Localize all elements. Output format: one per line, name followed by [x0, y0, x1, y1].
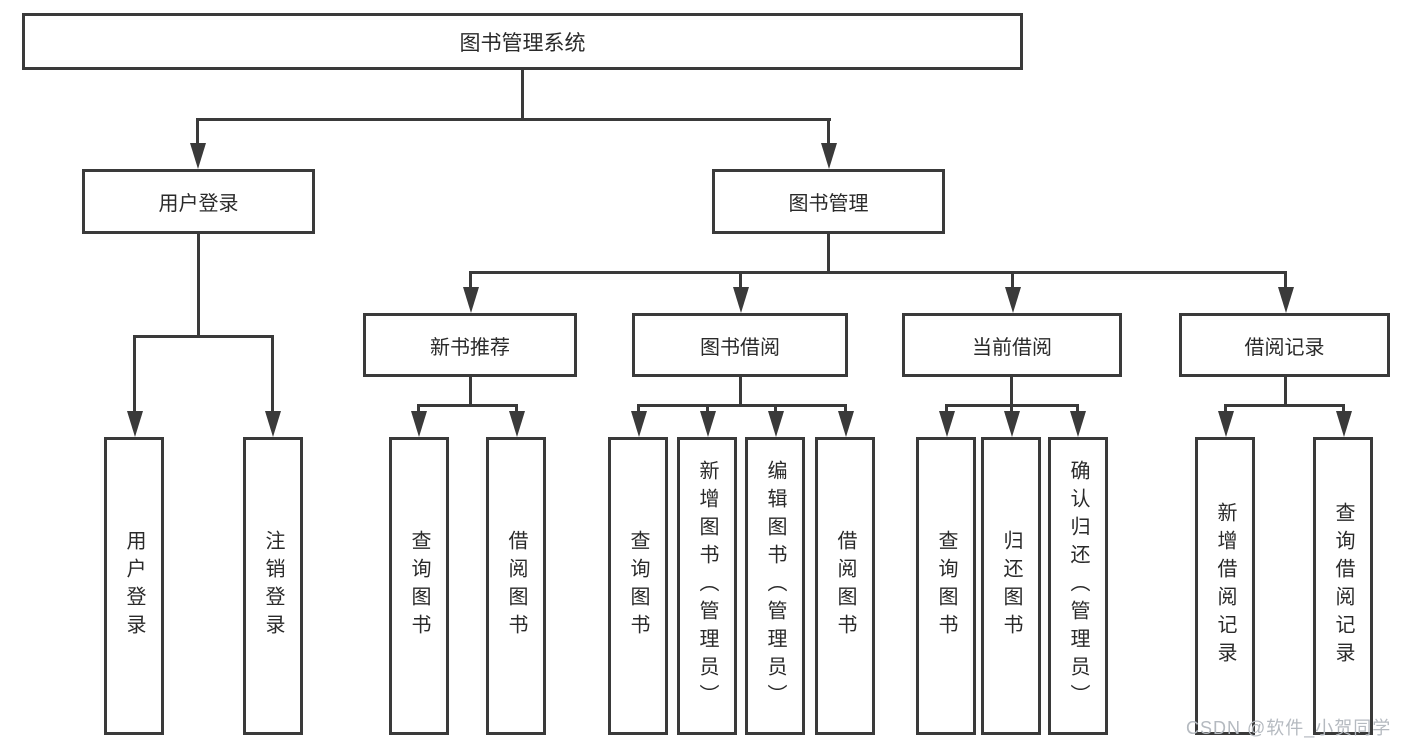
- connector-currentborrow-drop-1: [945, 404, 948, 416]
- connector-root-crossbar: [196, 118, 831, 121]
- node-current-borrow: 当前借阅: [902, 313, 1122, 377]
- watermark-text: CSDN @软件_小贺同学: [1186, 718, 1392, 738]
- connector-bookborrow-stem: [739, 377, 742, 406]
- connector-bookmgmt-stem: [827, 234, 830, 273]
- arrow-to-currentborrow-query: [939, 411, 955, 437]
- node-library-system: 图书管理系统: [22, 13, 1023, 70]
- connector-bookmgmt-drop-2: [739, 271, 742, 293]
- connector-newbooks-drop-1: [417, 404, 420, 416]
- connector-userlogin-drop-2: [271, 335, 274, 415]
- node-new-book-recommend: 新书推荐: [363, 313, 577, 377]
- arrow-to-current-borrow: [1005, 287, 1021, 313]
- connector-root-stem: [521, 69, 524, 120]
- arrow-to-new-book-recommend: [463, 287, 479, 313]
- leaf-bookborrow-add-books-admin: 新增图书（管理员）: [677, 437, 737, 735]
- arrow-to-newbooks-query: [411, 411, 427, 437]
- leaf-newbooks-borrow-books: 借阅图书: [486, 437, 546, 735]
- connector-userlogin-drop-1: [133, 335, 136, 415]
- leaf-records-add-record: 新增借阅记录: [1195, 437, 1255, 735]
- leaf-logout: 注销登录: [243, 437, 303, 735]
- arrow-to-bookborrow-borrow: [838, 411, 854, 437]
- connector-bookborrow-drop-2: [706, 404, 709, 416]
- connector-root-left-drop: [196, 118, 199, 150]
- arrow-to-user-login: [190, 143, 206, 169]
- connector-userlogin-crossbar: [133, 335, 274, 338]
- connector-userlogin-stem: [197, 234, 200, 337]
- leaf-bookborrow-borrow-books: 借阅图书: [815, 437, 875, 735]
- connector-bookmgmt-drop-4: [1284, 271, 1287, 293]
- arrow-to-book-borrow: [733, 287, 749, 313]
- arrow-to-bookborrow-query: [631, 411, 647, 437]
- connector-bookborrow-crossbar: [637, 404, 847, 407]
- arrow-to-leaf-logout: [265, 411, 281, 437]
- leaf-bookborrow-query-books: 查询图书: [608, 437, 668, 735]
- leaf-currentborrow-confirm-return-admin: 确认归还（管理员）: [1048, 437, 1108, 735]
- connector-records-drop-2: [1342, 404, 1345, 416]
- connector-newbooks-drop-2: [515, 404, 518, 416]
- arrow-to-borrow-records: [1278, 287, 1294, 313]
- connector-currentborrow-stem: [1010, 377, 1013, 406]
- leaf-currentborrow-return-books: 归还图书: [981, 437, 1041, 735]
- node-book-management: 图书管理: [712, 169, 945, 234]
- connector-bookmgmt-crossbar: [469, 271, 1286, 274]
- arrow-to-bookborrow-add: [700, 411, 716, 437]
- connector-bookmgmt-drop-1: [469, 271, 472, 293]
- connector-bookborrow-drop-4: [844, 404, 847, 416]
- arrow-to-bookborrow-edit: [768, 411, 784, 437]
- leaf-currentborrow-query-books: 查询图书: [916, 437, 976, 735]
- arrow-to-records-query: [1336, 411, 1352, 437]
- arrow-to-book-management: [821, 143, 837, 169]
- connector-currentborrow-drop-2: [1010, 404, 1013, 416]
- node-book-borrow: 图书借阅: [632, 313, 848, 377]
- node-user-login: 用户登录: [82, 169, 315, 234]
- connector-bookmgmt-drop-3: [1011, 271, 1014, 293]
- arrow-to-currentborrow-return: [1004, 411, 1020, 437]
- connector-records-crossbar: [1224, 404, 1345, 407]
- leaf-bookborrow-edit-books-admin: 编辑图书（管理员）: [745, 437, 805, 735]
- connector-records-drop-1: [1224, 404, 1227, 416]
- leaf-records-query-record: 查询借阅记录: [1313, 437, 1373, 735]
- connector-bookborrow-drop-1: [637, 404, 640, 416]
- connector-newbooks-crossbar: [417, 404, 518, 407]
- connector-records-stem: [1284, 377, 1287, 406]
- connector-newbooks-stem: [469, 377, 472, 406]
- arrow-to-records-add: [1218, 411, 1234, 437]
- connector-bookborrow-drop-3: [774, 404, 777, 416]
- arrow-to-leaf-user-login: [127, 411, 143, 437]
- leaf-user-login: 用户登录: [104, 437, 164, 735]
- leaf-newbooks-query-books: 查询图书: [389, 437, 449, 735]
- connector-currentborrow-drop-3: [1076, 404, 1079, 416]
- connector-root-right-drop: [827, 118, 830, 150]
- arrow-to-newbooks-borrow: [509, 411, 525, 437]
- arrow-to-currentborrow-confirm: [1070, 411, 1086, 437]
- node-borrow-records: 借阅记录: [1179, 313, 1390, 377]
